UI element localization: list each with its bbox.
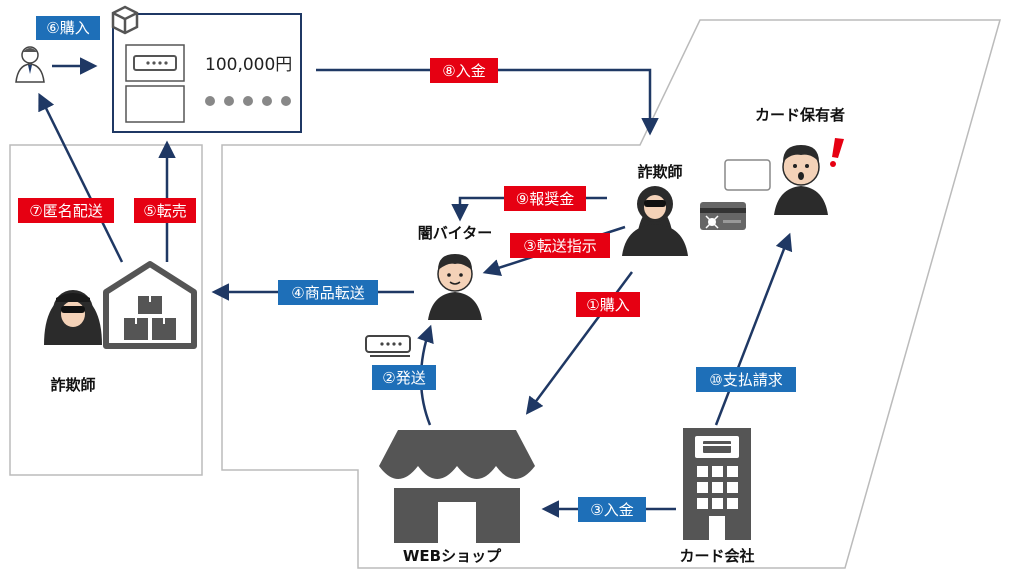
web-shop-icon <box>379 430 535 543</box>
node-cardholder: カード保有者 <box>755 106 845 124</box>
node-card-company: カード会社 <box>679 547 754 565</box>
cube-icon <box>111 5 139 35</box>
svg-text:⑥購入: ⑥購入 <box>46 19 89 37</box>
stolen-card-icon <box>700 202 746 230</box>
yami-baiter-icon <box>428 254 482 320</box>
card-company-icon <box>683 428 751 540</box>
svg-text:⑦匿名配送: ⑦匿名配送 <box>29 202 102 220</box>
svg-text:⑤転売: ⑤転売 <box>143 202 186 220</box>
svg-text:⑩支払請求: ⑩支払請求 <box>709 371 782 389</box>
fraudster-right-icon <box>622 186 688 256</box>
small-router-icon <box>365 335 411 357</box>
arrow-listing-to-fraudster <box>316 68 659 136</box>
arrow-pay-claim <box>714 232 793 426</box>
label-purchase-6: ⑥購入 <box>36 16 100 40</box>
label-purchase-1: ①購入 <box>576 292 640 317</box>
warehouse-icon <box>103 261 197 349</box>
buyer-icon <box>15 46 45 83</box>
svg-text:③入金: ③入金 <box>590 501 633 519</box>
label-deposit-3: ③入金 <box>578 497 646 522</box>
router-icon <box>133 55 177 71</box>
right-region-panel <box>221 19 1001 569</box>
exclamation-icon <box>830 138 844 167</box>
label-forward-instruction-3: ③転送指示 <box>510 233 610 258</box>
svg-text:⑧入金: ⑧入金 <box>442 62 485 80</box>
image-placeholder <box>125 85 185 123</box>
label-reward-9: ⑨報奨金 <box>504 186 586 211</box>
cardholder-icon <box>774 145 828 215</box>
fraudster-left-icon <box>44 290 102 345</box>
dots-indicator <box>205 96 291 106</box>
node-web-shop: WEBショップ <box>403 547 502 565</box>
blank-card-icon <box>724 159 771 191</box>
left-region-panel <box>9 144 203 476</box>
arrow-anon-ship <box>38 92 124 263</box>
node-yami-baiter: 闇バイター <box>418 224 492 242</box>
label-pay-claim-10: ⑩支払請求 <box>696 367 796 392</box>
node-fraudster-right: 詐欺師 <box>637 163 682 181</box>
label-ship-2: ②発送 <box>372 365 436 390</box>
svg-text:③転送指示: ③転送指示 <box>523 237 596 255</box>
label-resale-5: ⑤転売 <box>134 198 196 223</box>
label-anon-ship-7: ⑦匿名配送 <box>18 198 114 223</box>
label-deposit-8: ⑧入金 <box>430 58 498 83</box>
svg-text:②発送: ②発送 <box>382 369 425 387</box>
svg-text:⑨報奨金: ⑨報奨金 <box>516 190 574 208</box>
svg-text:④商品転送: ④商品転送 <box>291 284 364 302</box>
label-goods-forward-4: ④商品転送 <box>278 280 378 305</box>
listing-price: 100,000円 <box>205 55 292 75</box>
svg-text:①購入: ①購入 <box>586 296 629 314</box>
node-fraudster-left: 詐欺師 <box>50 376 95 394</box>
